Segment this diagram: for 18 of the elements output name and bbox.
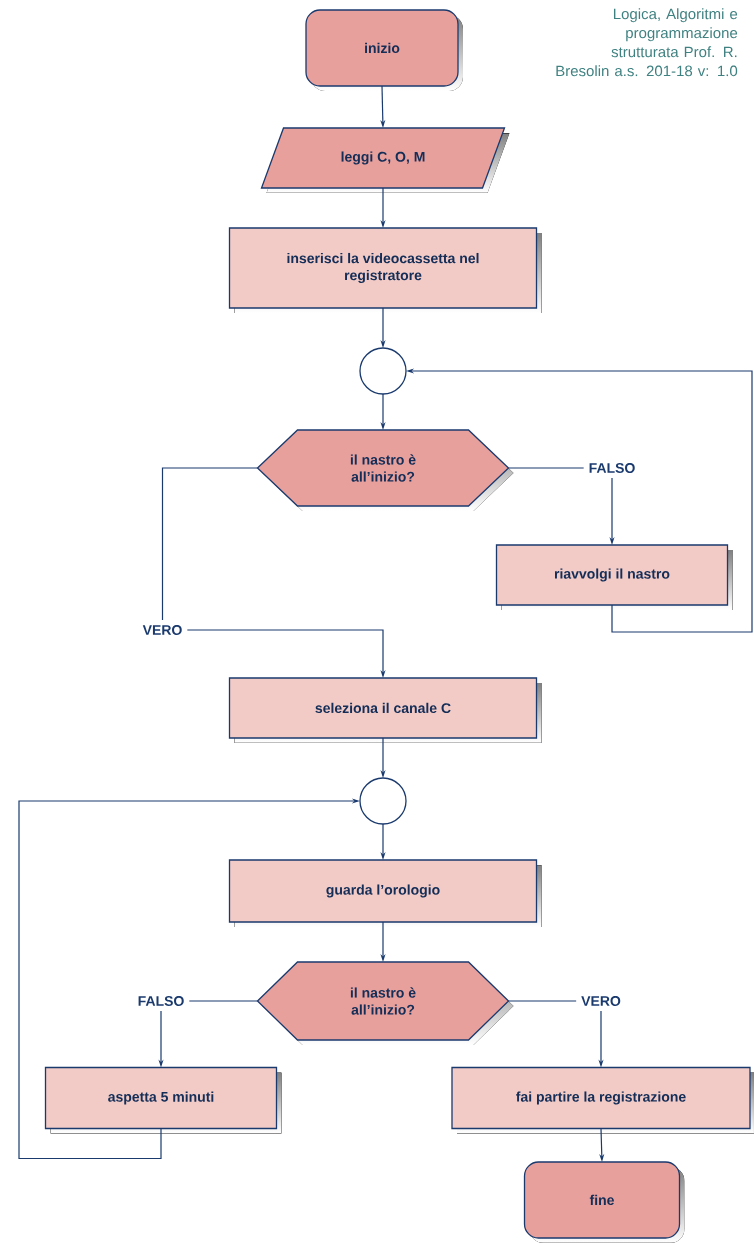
edge-label: FALSO bbox=[583, 458, 641, 478]
input-parallelogram: leggi C, O, M bbox=[260, 127, 510, 193]
decision-hexagon: il nastro è all’inizio? bbox=[256, 961, 514, 1045]
decision-hexagon: il nastro è all’inizio? bbox=[256, 429, 514, 511]
header-note: Logica, Algoritmi e programmazione strutturata Prof. R. Bresolin a.s. 201-18 v: 1.0 bbox=[556, 8, 738, 77]
terminal-box: inizio bbox=[305, 9, 463, 91]
connector-circle bbox=[359, 777, 407, 825]
process-box: fai partire la registrazione bbox=[451, 1066, 754, 1134]
process-box: riavvolgi il nastro bbox=[495, 544, 733, 610]
process-box: seleziona il canale C bbox=[228, 677, 542, 743]
edge-label: VERO bbox=[576, 991, 626, 1011]
process-box: aspetta 5 minuti bbox=[44, 1066, 282, 1134]
edge-label: FALSO bbox=[132, 991, 190, 1011]
terminal-box: fine bbox=[523, 1161, 685, 1243]
edge-label: VERO bbox=[137, 620, 188, 640]
process-box: guarda l’orologio bbox=[228, 859, 542, 927]
process-box: inserisci la videocassetta nel registratore bbox=[228, 227, 542, 313]
connector-circle bbox=[359, 347, 407, 395]
